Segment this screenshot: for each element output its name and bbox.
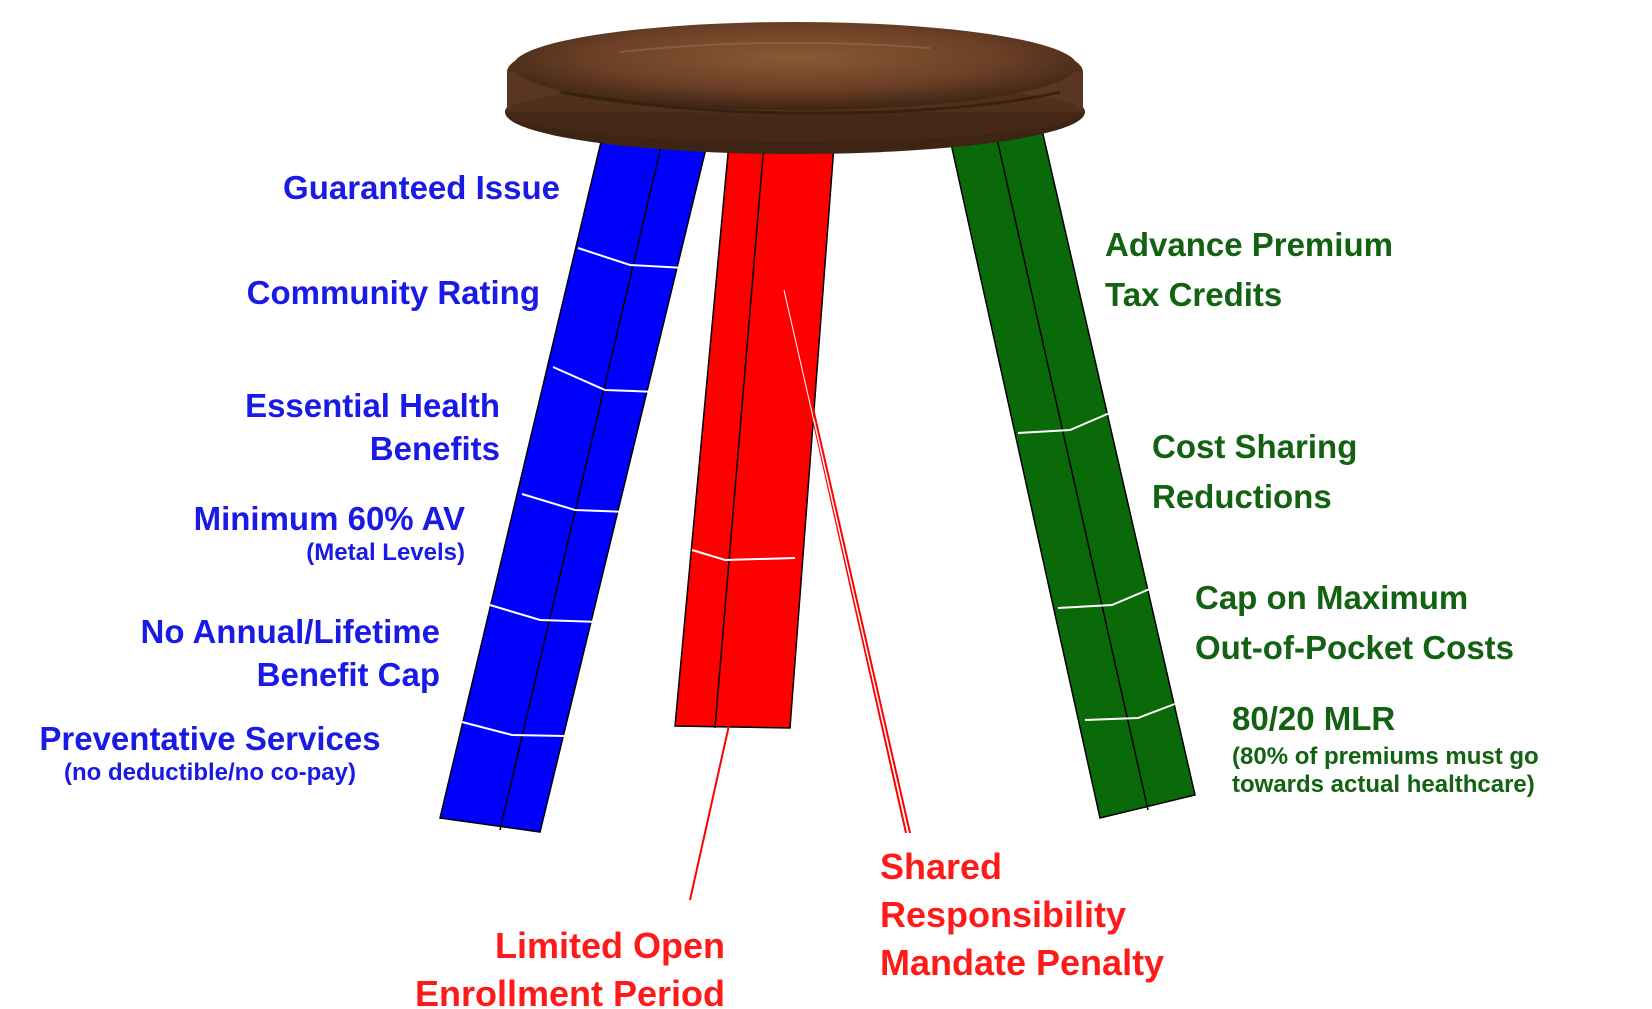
label-guaranteed-issue: Guaranteed Issue — [200, 171, 560, 204]
blue-leg — [439, 124, 711, 833]
label-line: Cap on Maximum — [1195, 579, 1469, 616]
label-advance-premium-tax-credits: Advance Premium Tax Credits — [1105, 220, 1505, 320]
label-line: 80/20 MLR — [1232, 700, 1396, 737]
label-line: Benefit Cap — [256, 656, 440, 693]
label-limited-open-enrollment: Limited Open Enrollment Period — [345, 922, 725, 1009]
label-line: Tax Credits — [1105, 276, 1283, 313]
label-shared-responsibility: Shared Responsibility Mandate Penalty — [880, 843, 1280, 987]
label-cap-on-max-oop: Cap on Maximum Out-of-Pocket Costs — [1195, 573, 1635, 673]
label-line: Mandate Penalty — [880, 942, 1165, 983]
label-line: Essential Health — [245, 387, 500, 424]
label-preventative-services: Preventative Services (no deductible/no … — [10, 722, 410, 785]
label-line: Enrollment Period — [414, 973, 725, 1009]
label-line: Limited Open — [494, 925, 725, 966]
label-no-annual-lifetime-cap: No Annual/Lifetime Benefit Cap — [80, 610, 440, 696]
label-community-rating: Community Rating — [180, 276, 540, 309]
label-note: (no deductible/no co-pay) — [64, 759, 356, 786]
label-line: Cost Sharing — [1152, 428, 1358, 465]
label-line: Reductions — [1152, 478, 1332, 515]
label-line: Shared — [880, 846, 1003, 887]
red-leg — [674, 131, 836, 729]
label-line: Preventative Services — [39, 720, 381, 757]
label-line: Advance Premium — [1105, 226, 1393, 263]
label-note: (Metal Levels) — [306, 539, 465, 566]
label-cost-sharing-reductions: Cost Sharing Reductions — [1152, 422, 1552, 522]
stool-seat — [505, 22, 1085, 154]
label-text: Community Rating — [246, 274, 540, 311]
label-line: Minimum 60% AV — [193, 500, 465, 537]
label-80-20-mlr: 80/20 MLR (80% of premiums must go towar… — [1232, 702, 1642, 797]
label-line: Out-of-Pocket Costs — [1195, 629, 1515, 666]
label-essential-health-benefits: Essential Health Benefits — [140, 384, 500, 470]
label-text: Guaranteed Issue — [283, 169, 560, 206]
label-note: towards actual healthcare) — [1232, 771, 1535, 798]
label-note: (80% of premiums must go — [1232, 743, 1539, 770]
label-line: No Annual/Lifetime — [140, 613, 440, 650]
pointer-lines — [689, 289, 911, 901]
label-minimum-av: Minimum 60% AV (Metal Levels) — [105, 502, 465, 565]
label-line: Responsibility — [880, 894, 1127, 935]
label-line: Benefits — [369, 430, 500, 467]
